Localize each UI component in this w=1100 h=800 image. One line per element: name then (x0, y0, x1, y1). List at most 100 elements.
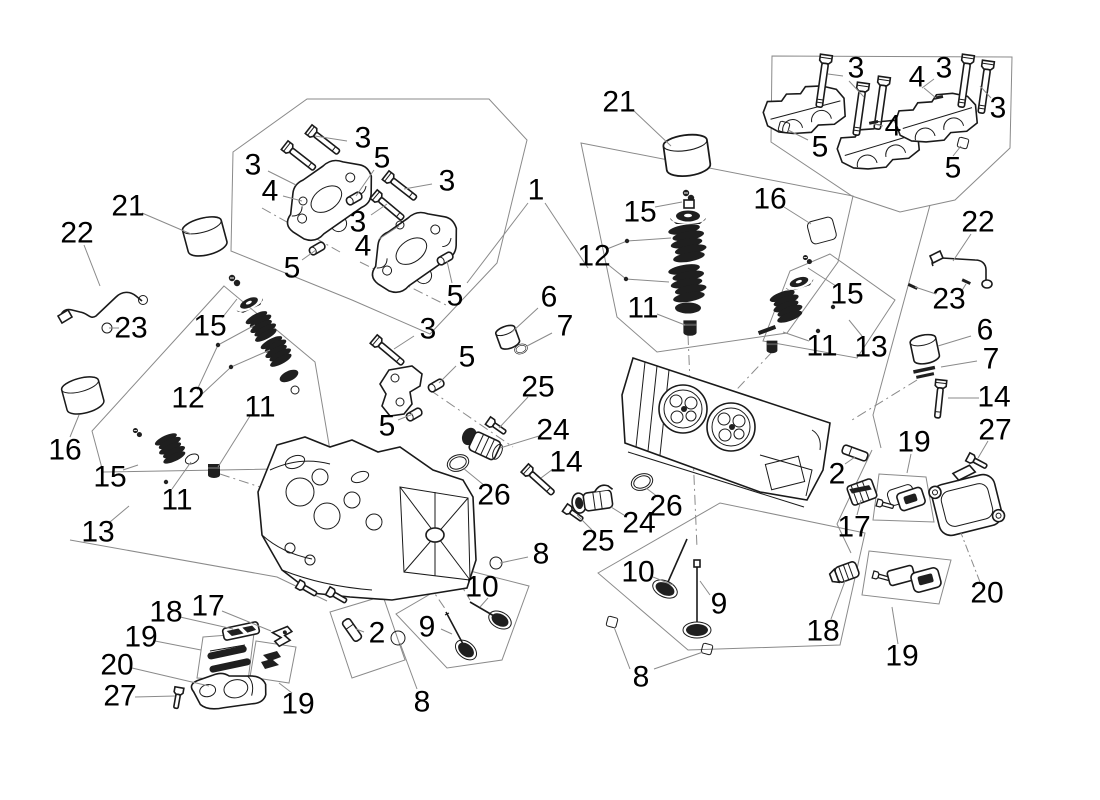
pipe-flange-drawing (928, 249, 945, 265)
callout-label-17-49: 17 (191, 590, 224, 623)
leader-dot (163, 479, 169, 485)
leader-line-13 (848, 319, 863, 337)
kit-contents-3 (875, 484, 926, 512)
valve-cover-drawing (928, 464, 1006, 537)
leader-line-11 (782, 331, 810, 342)
pipe-end-drawing (981, 279, 993, 289)
cap-bolt-drawing (849, 81, 871, 137)
leader-line-16 (69, 414, 80, 438)
callout-label-9-30: 9 (711, 588, 728, 621)
callout-label-2-2: 2 (829, 458, 846, 491)
top-right-cam-cap-group (759, 53, 996, 178)
cotter-sleeve-drawing (683, 199, 695, 209)
pipe-washer-drawing (961, 278, 971, 285)
leader-dot (815, 328, 821, 334)
leader-line-10 (652, 576, 674, 586)
callout-label-19-54: 19 (281, 688, 314, 721)
callout-label-14-41: 14 (549, 446, 582, 479)
leader-line-20 (960, 532, 981, 583)
leader-line-15 (221, 298, 238, 319)
leader-dot (623, 276, 629, 282)
callout-label-23-63: 23 (114, 312, 147, 345)
leader-line-24 (610, 506, 628, 518)
callout-label-4-11: 4 (262, 175, 279, 208)
leader-line-3 (979, 85, 992, 99)
cap-bolt-drawing (369, 189, 408, 224)
locating-pin-drawing (341, 617, 363, 643)
callout-label-3-8: 3 (848, 52, 865, 85)
leader-dot (215, 342, 221, 348)
outline-pin-group (329, 595, 406, 679)
leader-line-19 (278, 682, 293, 694)
callout-label-15-44: 15 (93, 461, 126, 494)
shim-bucket-group (495, 324, 941, 379)
valves-group (341, 538, 714, 661)
leader-line-8 (653, 651, 704, 670)
leader-line-12 (200, 349, 271, 396)
intake-valve-drawing (682, 559, 712, 639)
boundary-line-3 (836, 449, 873, 554)
leader-line-5 (438, 365, 457, 384)
callout-label-26-70: 26 (649, 490, 682, 523)
leader-line-5 (952, 145, 962, 157)
leader-line-5 (787, 129, 809, 141)
callout-label-15-43: 15 (193, 310, 226, 343)
callout-label-5-19: 5 (379, 410, 396, 443)
leader-line-14 (540, 468, 554, 479)
washer-drawing (933, 94, 944, 100)
bracket-drawing (379, 365, 423, 417)
exhaust-valve-drawing (652, 538, 688, 599)
leader-line-19 (906, 453, 912, 474)
callout-label-3-3: 3 (355, 122, 372, 155)
pipe-washer-drawing (138, 295, 148, 305)
leader-line-26 (645, 487, 659, 498)
callout-label-3-7: 3 (420, 313, 437, 346)
leader-line-16 (783, 206, 812, 225)
leader-dot (830, 304, 836, 310)
callout-label-22-61: 22 (60, 217, 93, 250)
outline-right-valve-group (597, 502, 866, 651)
callout-label-21-59: 21 (111, 190, 144, 223)
square-dowel-drawing (956, 136, 970, 150)
clamp-17-drawing (270, 625, 294, 648)
leader-line-5 (397, 413, 414, 421)
callout-label-3-5: 3 (439, 165, 456, 198)
valve-seal-drawing (683, 320, 697, 336)
cylinder-head-right-drawing (621, 356, 831, 508)
callout-label-1-0: 1 (528, 174, 545, 207)
outline-top-right-group (770, 55, 1013, 213)
valve-cotters-drawing (228, 274, 241, 287)
leader-line-12 (606, 237, 672, 250)
valve-spring-drawing (667, 261, 709, 305)
outline-top-left-group (230, 98, 528, 335)
leader-line-18 (830, 580, 846, 620)
leader-line-21 (141, 212, 192, 235)
leader-line-6 (511, 307, 539, 333)
leader-line-15 (122, 464, 139, 471)
leader-line-25 (498, 396, 529, 429)
leader-line-25 (576, 514, 593, 531)
center-bracket-group (369, 334, 447, 423)
callout-label-3-4: 3 (245, 149, 262, 182)
pipe-washer-drawing (907, 282, 918, 290)
callout-label-12-37: 12 (171, 382, 204, 415)
leader-line-11 (217, 415, 251, 468)
pipe-flange-drawing (56, 308, 74, 325)
seat-ring-drawing (290, 385, 300, 395)
leader-line-12 (605, 262, 670, 283)
elbow-fitting-drawing (571, 484, 614, 514)
leader-line-9 (699, 580, 711, 596)
leader-line-17 (221, 610, 272, 632)
callout-label-5-16: 5 (284, 252, 301, 285)
leader-line-18 (179, 616, 234, 630)
leader-line-17 (856, 499, 862, 516)
square-plug-drawing (605, 615, 619, 629)
fitting-bolt-drawing (484, 416, 509, 438)
leader-line-3 (403, 183, 433, 190)
tappet-bucket-drawing (59, 372, 107, 419)
washer-drawing (868, 119, 879, 125)
callout-label-11-34: 11 (806, 330, 837, 363)
callout-label-18-51: 18 (149, 596, 182, 629)
boundary-line-2 (872, 204, 931, 449)
